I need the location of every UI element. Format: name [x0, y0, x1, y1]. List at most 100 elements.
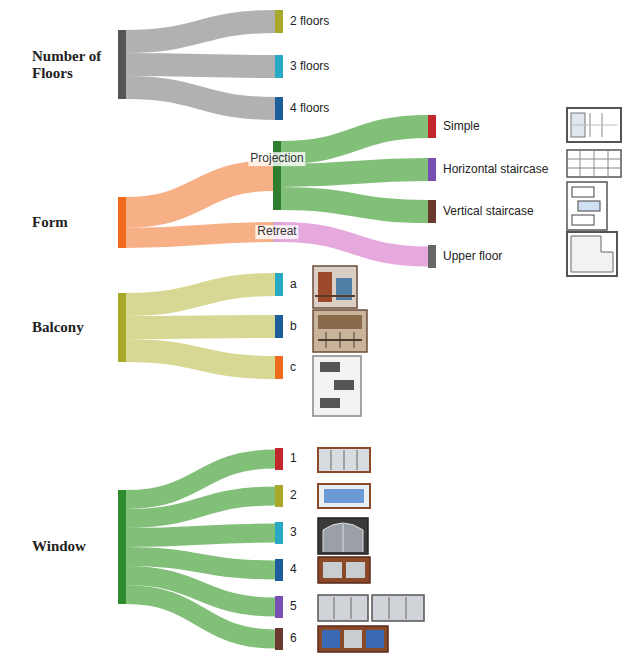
thumb-part	[320, 398, 340, 408]
node-label: 5	[290, 600, 297, 614]
flow-band	[126, 496, 275, 519]
thumb-frame	[318, 557, 370, 583]
flow-node-bar: 2 floors	[275, 10, 283, 33]
thumb-part	[578, 201, 600, 211]
category-label: Window	[32, 538, 110, 555]
flow-band	[126, 22, 275, 42]
flow-node-bar: 3	[275, 522, 283, 544]
flow-node-bar: Simple	[428, 115, 436, 138]
thumb-part	[366, 630, 384, 648]
node-label: Retreat	[255, 225, 298, 239]
category-label: Form	[32, 214, 110, 231]
thumb-line	[608, 150, 609, 177]
thumb-line	[389, 597, 390, 619]
window-thumbnail	[318, 484, 370, 508]
window-thumbnail	[318, 595, 424, 621]
thumb-frame	[318, 518, 368, 554]
thumb-line	[344, 450, 345, 470]
thumb-line	[580, 150, 581, 177]
flow-band	[126, 232, 273, 238]
flow-node-bar: b	[275, 315, 283, 338]
balcony-thumbnail	[313, 310, 367, 352]
thumb-line	[334, 597, 335, 619]
flow-band	[126, 533, 275, 538]
thumb-frame	[567, 232, 617, 276]
node-label: Vertical staircase	[443, 205, 534, 219]
flow-node-bar: 3 floors	[275, 55, 283, 78]
category-bar: Form	[118, 197, 126, 248]
flow-band	[126, 595, 275, 640]
node-label: Horizontal staircase	[443, 163, 548, 177]
window-thumbnail	[318, 448, 370, 472]
flow-node-bar: Vertical staircase	[428, 200, 436, 223]
thumb-part	[324, 489, 364, 503]
node-label: Projection	[248, 152, 305, 166]
thumb-line	[594, 150, 595, 177]
category-bar: Balcony	[118, 293, 126, 362]
node-label: a	[290, 278, 297, 292]
thumb-line	[326, 332, 327, 348]
flow-node-bar: 5	[275, 596, 283, 618]
thumb-part	[344, 630, 362, 648]
thumb-part	[572, 187, 594, 197]
node-label: 2	[290, 489, 297, 503]
thumb-frame	[313, 310, 367, 352]
node-label: 1	[290, 452, 297, 466]
window-thumbnail	[318, 626, 388, 652]
thumb-part	[334, 380, 354, 390]
thumb-part	[320, 362, 340, 372]
balcony-thumbnail	[313, 356, 361, 416]
flow-band	[126, 88, 275, 109]
flow-node-bar: 4 floors	[275, 97, 283, 120]
category-label: Balcony	[32, 319, 110, 336]
flow-node-bar: Horizontal staircase	[428, 158, 436, 181]
form-thumbnail	[567, 232, 617, 276]
window-thumbnail	[318, 518, 368, 554]
thumb-frame	[318, 448, 370, 472]
thumb-part	[323, 562, 342, 578]
flow-band	[126, 285, 275, 305]
thumb-frame	[567, 108, 621, 142]
flow-band	[281, 232, 428, 257]
flow-node-bar: Upper floor	[428, 245, 436, 268]
flow-band	[281, 127, 428, 153]
thumb-frame	[372, 595, 424, 621]
thumb-frame	[567, 150, 621, 177]
thumb-frame	[318, 595, 368, 621]
thumb-part	[346, 562, 365, 578]
node-label: 3 floors	[290, 60, 329, 74]
thumb-frame	[318, 484, 370, 508]
node-label: Simple	[443, 120, 480, 134]
flow-node-bar: 4	[275, 559, 283, 581]
thumb-frame	[313, 266, 357, 308]
flow-node-bar: c	[275, 356, 283, 379]
thumb-line	[340, 332, 341, 348]
flow-band	[126, 176, 273, 213]
form-thumbnail	[567, 108, 621, 142]
flow-node-bar: Retreat	[273, 222, 281, 242]
thumb-frame	[567, 182, 607, 230]
thumb-line	[571, 125, 617, 126]
thumb-part	[323, 523, 363, 552]
node-label: b	[290, 320, 297, 334]
node-label: 3	[290, 526, 297, 540]
flow-band	[281, 170, 428, 176]
node-label: Upper floor	[443, 250, 502, 264]
flow-node-bar: 6	[275, 628, 283, 650]
form-thumbnail	[567, 150, 621, 177]
balcony-thumbnail	[313, 266, 357, 308]
flow-band	[281, 199, 428, 212]
form-thumbnail	[567, 182, 607, 230]
node-label: 4 floors	[290, 102, 329, 116]
node-label: 2 floors	[290, 15, 329, 29]
thumb-part	[322, 630, 340, 648]
node-label: c	[290, 361, 296, 375]
thumb-line	[343, 524, 344, 552]
thumb-line	[315, 295, 355, 297]
category-bar: Window	[118, 490, 126, 604]
thumb-line	[357, 450, 358, 470]
flow-node-bar: a	[275, 273, 283, 296]
